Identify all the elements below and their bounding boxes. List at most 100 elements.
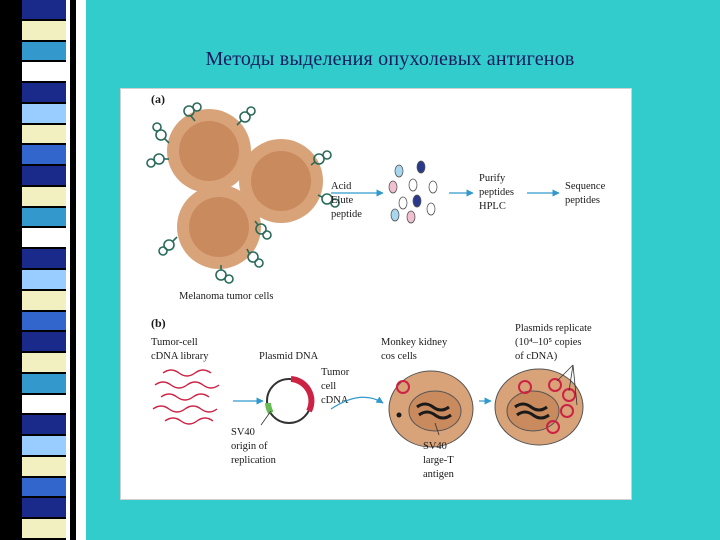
cdna-strand [160,393,210,401]
stripe-block [22,0,70,19]
large-t-label-2: large-T [423,455,454,466]
plasmid-copy [396,380,410,394]
stripe-block [22,186,70,206]
stripe-block [22,103,70,123]
mhc-peptide-complex [158,236,178,256]
cdna-strand [164,417,214,425]
stripe-block [22,332,70,352]
cdna-strand [154,381,220,389]
plasmid-copy [548,378,562,392]
peptide [388,180,398,194]
tumor-cdna-label-1: Tumor [321,367,350,378]
large-t-gene [514,402,548,412]
large-t-gene [418,410,452,420]
peptide [398,196,408,210]
stripe-block [22,249,70,268]
mhc-peptide-complex [152,122,170,144]
plasmid-copy [560,404,574,418]
mhc-peptide-complex [310,150,332,166]
peptide [394,164,404,178]
purify-label-1: Purify [479,173,506,184]
sequence-label-2: peptides [565,195,600,206]
mhc-peptide-complex [215,265,234,284]
acid-elute-label-1: Acid [331,181,352,192]
large-t-gene [416,402,450,412]
stripe-block [22,207,70,227]
stripe-block [22,394,70,414]
library-label-2: cDNA library [151,351,209,362]
monkey-cells-label-2: cos cells [381,351,417,362]
stripe-block [22,519,70,538]
tumor-cell [239,139,323,223]
mhc-peptide-complex [236,106,256,126]
mhc-peptide-complex [246,248,264,268]
tumor-cdna-label-2: cell [321,381,336,392]
peptide [408,178,418,192]
stripe-block [22,83,70,102]
replicate-label-2: (10⁴–10⁵ copies [515,337,582,348]
peptide [416,160,426,174]
stripe-block [22,415,70,435]
stripe-block [22,498,70,518]
replicate-label-3: of cDNA) [515,351,558,362]
sv40-origin-segment [265,402,274,415]
library-label-1: Tumor-cell [151,337,198,348]
mhc-peptide-complex [146,153,169,168]
peptide [390,208,400,222]
methods-diagram: (a) Melanoma tumor cells [146,92,606,480]
stripe-block [22,290,70,310]
tumor-cell [177,185,261,269]
replicate-label-1: Plasmids replicate [515,323,592,334]
sequence-label-1: Sequence [565,181,606,192]
stripe-block [22,270,70,289]
mhc-peptide-complex [183,102,202,122]
stripe-block [22,41,70,61]
stripe-block [22,62,70,82]
peptide [428,180,438,194]
purify-label-2: peptides [479,187,514,198]
stripe-block [22,124,70,144]
stripe-block [22,353,70,372]
panel-b-label: (b) [151,316,166,330]
plasmid-copy [518,380,532,394]
stripe-block [22,228,70,248]
peptide [412,194,422,208]
acid-elute-label-3: peptide [331,209,362,220]
arrow-transfect [330,396,384,410]
plasmid-label: Plasmid DNA [259,351,319,362]
tumor-cell [167,109,251,193]
stripe-block [22,436,70,455]
sv40-origin-label-1: SV40 [231,427,255,438]
stripe-block [22,373,70,393]
panel-a-label: (a) [151,92,165,106]
eluted-peptides [388,160,438,224]
stripe-block [22,145,70,165]
large-t-label-3: antigen [423,469,455,480]
plasmid-copy [546,420,560,434]
sv40-origin-pointer [260,410,272,426]
peptide [426,202,436,216]
stripe-block [22,20,70,40]
sv40-origin-label-2: origin of [231,441,268,452]
stripe-block [22,311,70,331]
cdna-strand [152,405,218,413]
slide-title: Методы выделения опухолевых антигенов [205,48,575,70]
stripe-block [22,456,70,476]
melanoma-cells-label: Melanoma tumor cells [179,291,273,302]
stripe-block [22,166,70,185]
large-t-pointer [434,422,440,436]
mhc-peptide-complex [254,220,272,240]
figure-panel: (a) Melanoma tumor cells [120,88,632,500]
large-t-gene [516,410,550,420]
plasmid-dot [396,412,402,418]
decorative-stripe [0,0,86,540]
plasmid-ring [265,376,315,424]
replicated-cell [494,368,584,446]
tumor-cdna-insert [290,376,315,413]
stripe-block [22,477,70,497]
peptide [406,210,416,224]
sv40-origin-label-3: replication [231,455,277,466]
melanoma-cells [146,102,340,284]
cdna-library-strands [152,369,220,425]
cdna-strand [162,369,212,377]
